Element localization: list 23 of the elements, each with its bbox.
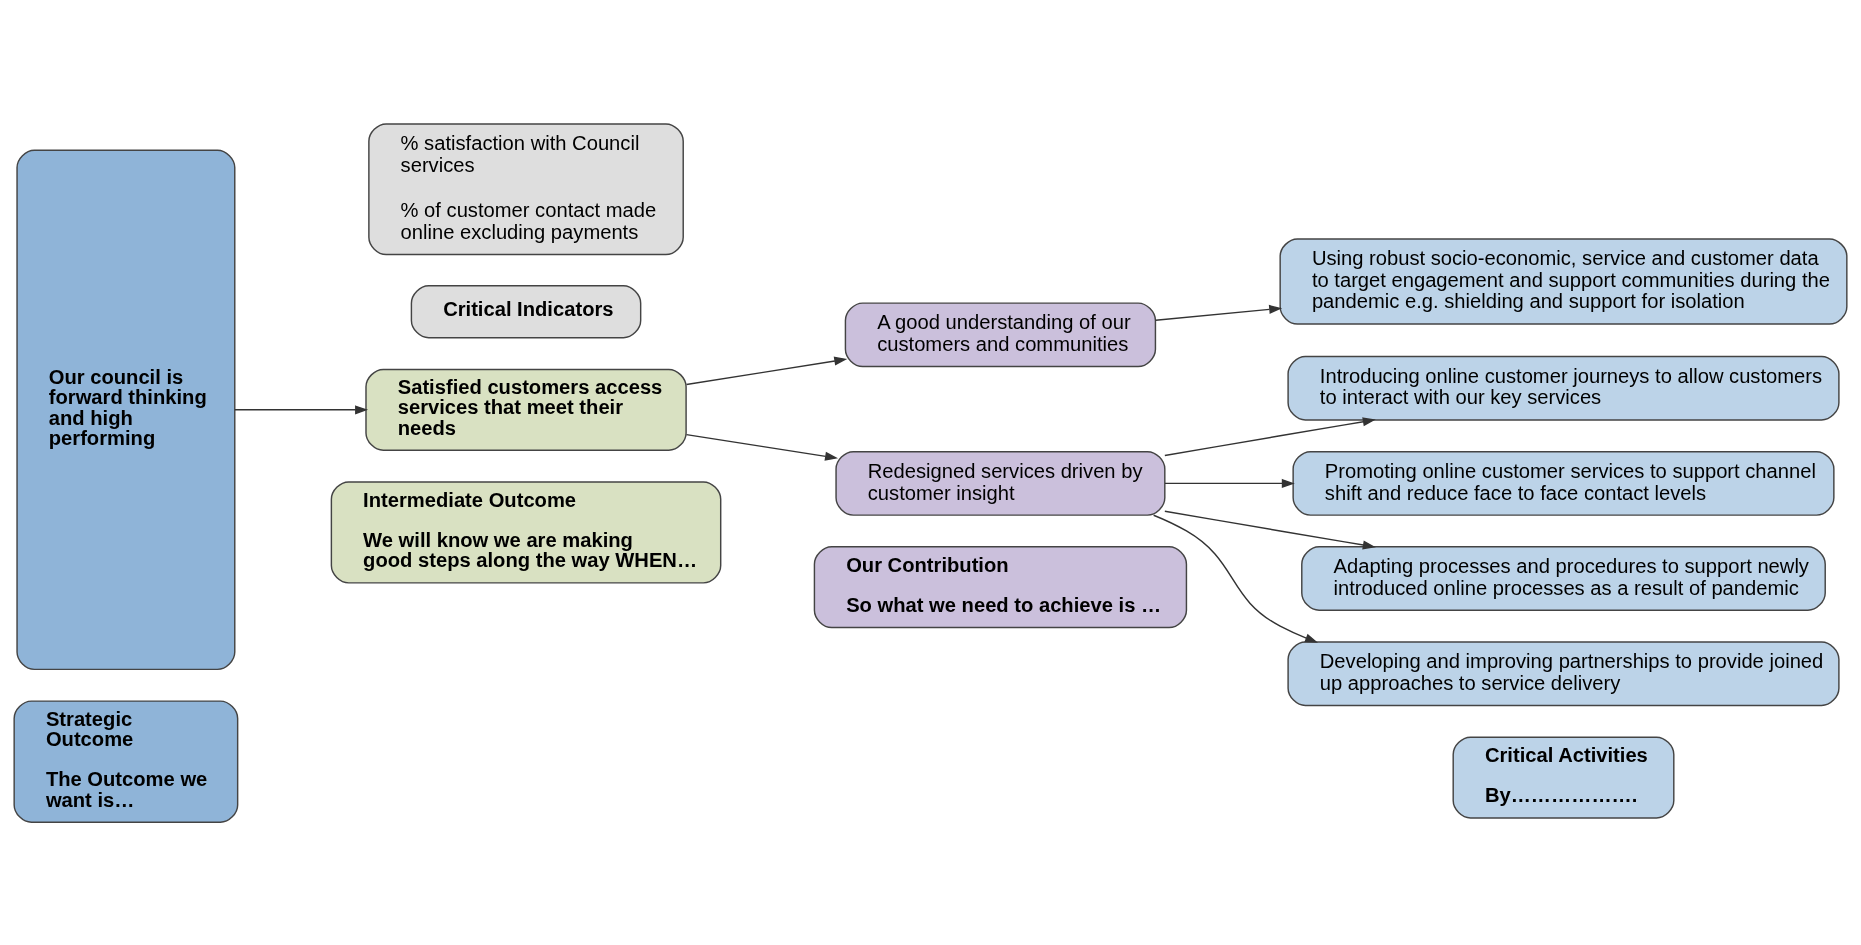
node-box: Adapting processes and procedures to support newly introduced online processes as a result of pandemic xyxy=(1301,545,1826,611)
arrow xyxy=(1164,478,1295,488)
arrow xyxy=(1164,510,1376,549)
node-box: Intermediate Outcome We will know we are making good steps along the way WHEN… xyxy=(330,480,722,584)
node-box: A good understanding of our customers and communities xyxy=(844,301,1157,367)
arrow xyxy=(234,404,369,414)
node-box: Redesigned services driven by customer insight xyxy=(835,450,1166,516)
node-box: Strategic Outcome The Outcome we want is… xyxy=(13,699,239,823)
node-box: Our council is forward thinking and high performing xyxy=(16,149,236,670)
arrow xyxy=(1154,304,1283,321)
arrow xyxy=(685,433,839,461)
node-box: % satisfaction with Council services % of customer contact made online excluding payments xyxy=(368,122,684,255)
arrow xyxy=(685,356,848,385)
node-box: Critical Activities By………………. xyxy=(1452,735,1675,819)
node-box: Using robust socio-economic, service and customer data to target engagement and support communities during the pandemic e.g. shielding and support for isolation xyxy=(1279,237,1848,325)
node-box: Developing and improving partnerships to provide joined up approaches to service delivery xyxy=(1287,640,1840,706)
node-box: Critical Indicators xyxy=(410,284,642,338)
arrow xyxy=(1152,514,1319,643)
node-box: Introducing online customer journeys to allow customers to interact with our key services xyxy=(1287,355,1840,421)
arrow xyxy=(1164,416,1376,456)
node-box: Satisfied customers access services that meet their needs xyxy=(365,368,687,451)
node-box: Our Contribution So what we need to achieve is … xyxy=(813,545,1188,628)
node-box: Promoting online customer services to support channel shift and reduce face to face contact levels xyxy=(1292,450,1835,516)
